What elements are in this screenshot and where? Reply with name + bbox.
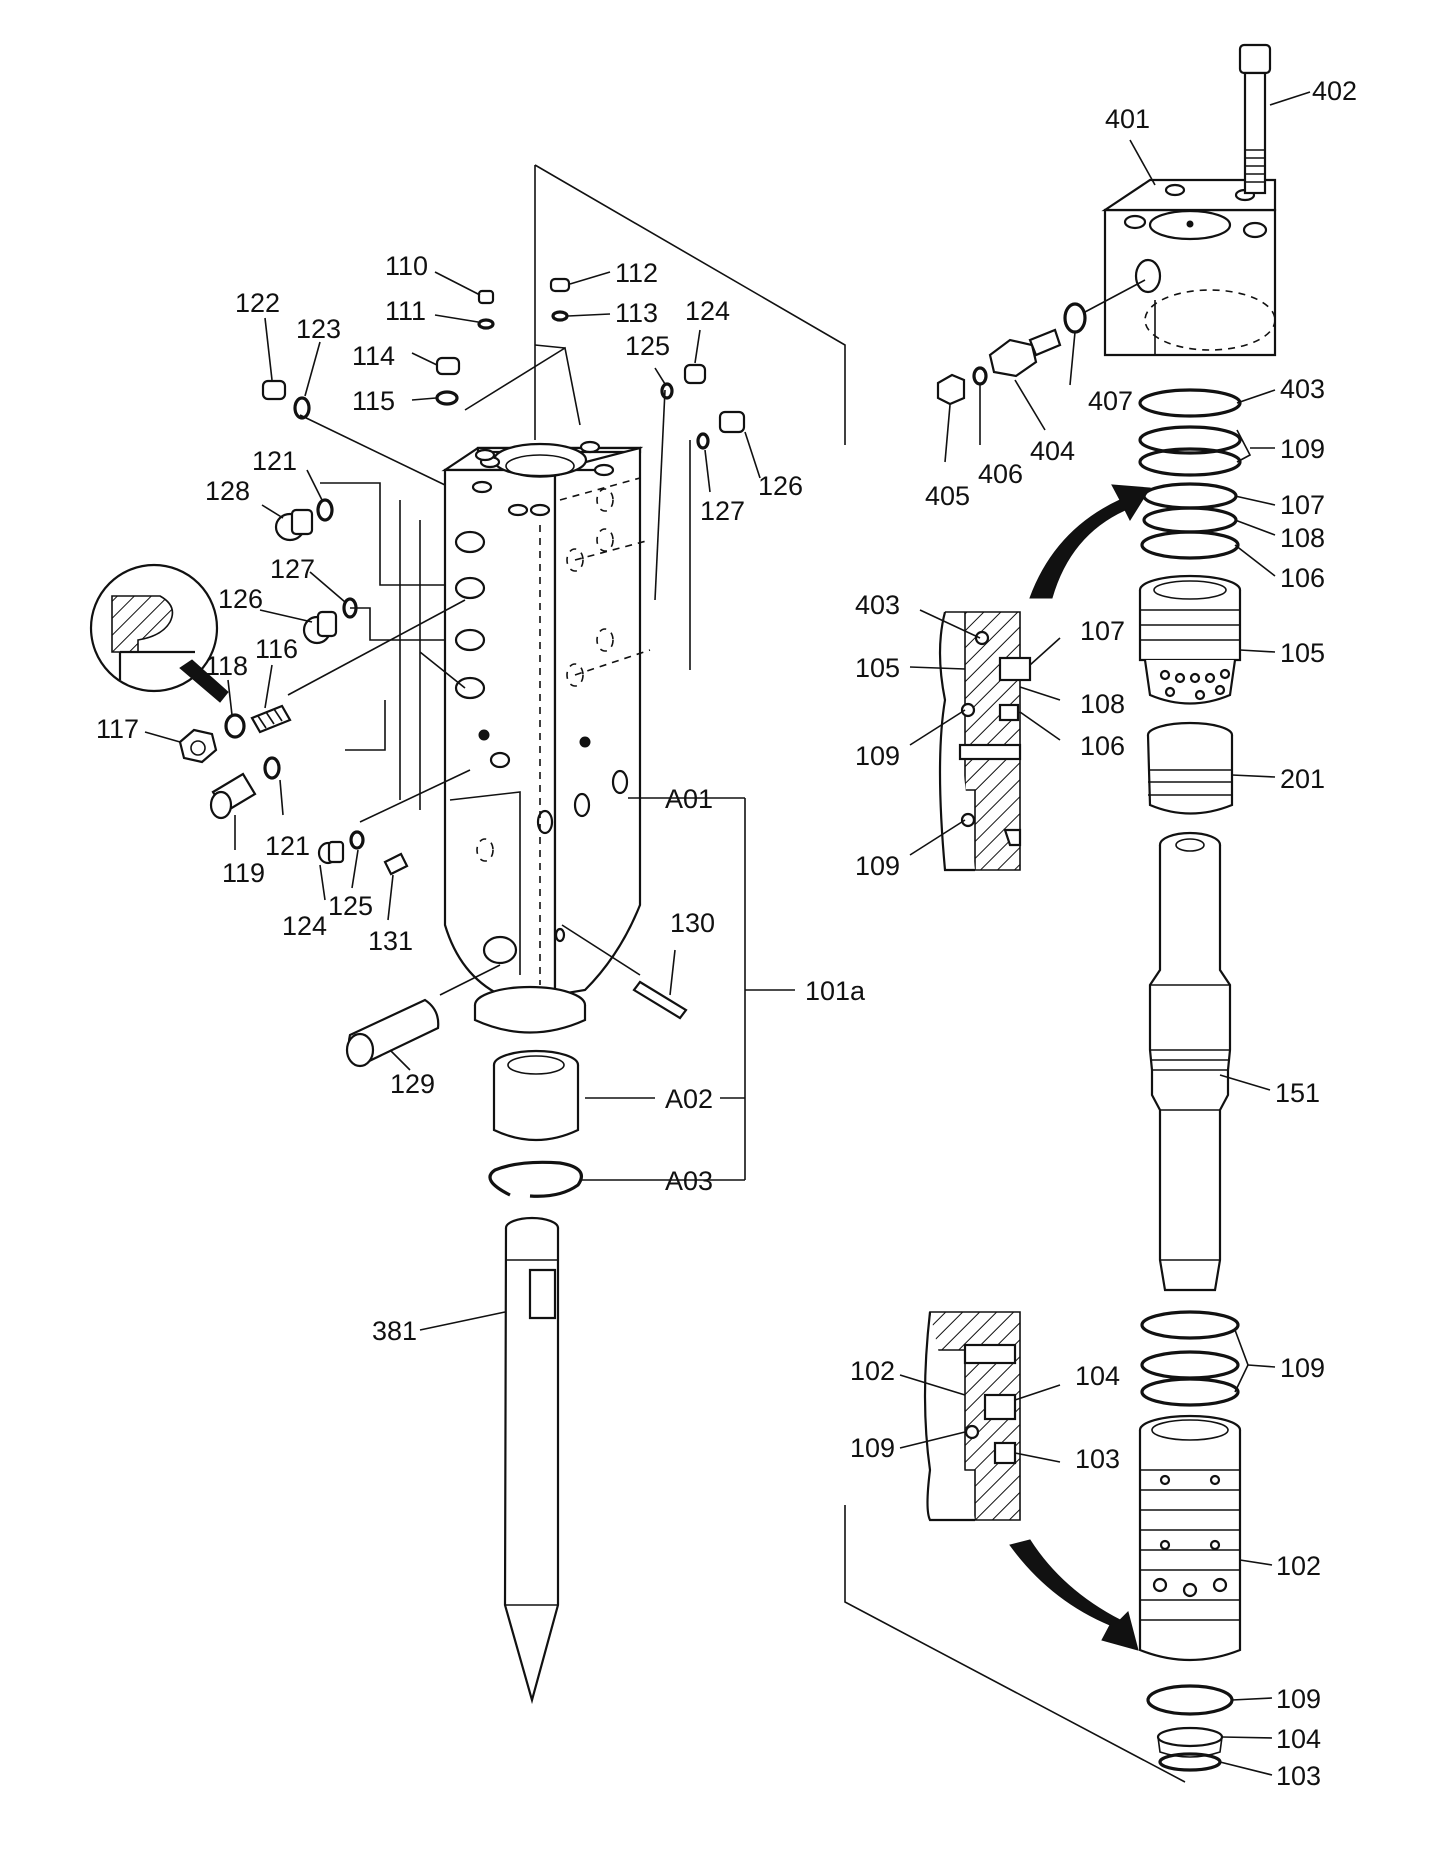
ring-A03 <box>488 1160 583 1198</box>
label-108: 108 <box>1280 523 1325 553</box>
label-151: 151 <box>1275 1078 1320 1108</box>
label-403: 403 <box>1280 374 1325 404</box>
plug-405 <box>936 373 966 406</box>
bolt-402 <box>1238 43 1272 195</box>
label-107: 107 <box>1280 490 1325 520</box>
label-402: 402 <box>1312 76 1357 106</box>
label-leaders-left <box>144 271 761 1331</box>
label-110: 110 <box>385 251 428 281</box>
sleeve-102 <box>1138 1414 1242 1662</box>
chisel-381 <box>503 1216 560 1705</box>
label-106: 106 <box>1280 563 1325 593</box>
label-403-detail: 403 <box>855 590 900 620</box>
label-407: 407 <box>1088 386 1133 416</box>
right-leader-lines <box>899 91 1311 1776</box>
left-leader-lines <box>287 164 846 996</box>
seal-stack-lower <box>1140 1310 1240 1407</box>
section-detail-upper <box>938 611 1032 872</box>
label-111: 111 <box>385 296 426 326</box>
label-105-detail: 105 <box>855 653 900 683</box>
valve-105 <box>1138 574 1242 705</box>
label-381: 381 <box>372 1316 417 1346</box>
cylinder-body <box>441 440 651 1034</box>
label-127-left: 127 <box>270 554 315 584</box>
label-107-detail: 107 <box>1080 616 1125 646</box>
bush-A02 <box>492 1049 580 1142</box>
label-A01: A01 <box>665 784 713 814</box>
label-A03: A03 <box>665 1166 713 1196</box>
label-404: 404 <box>1030 436 1075 466</box>
label-130: 130 <box>670 908 715 938</box>
section-detail-lower <box>923 1311 1021 1522</box>
label-117: 117 <box>96 714 139 744</box>
label-109-detail-1: 109 <box>855 741 900 771</box>
oring-406 <box>972 366 988 386</box>
small-parts-top <box>89 277 746 876</box>
label-115: 115 <box>352 386 395 416</box>
label-126-left: 126 <box>218 584 263 614</box>
oring-407 <box>1063 302 1087 334</box>
bracket-101a <box>580 797 795 1181</box>
plug-404 <box>988 328 1062 378</box>
seal-stack-upper <box>1138 388 1242 560</box>
label-121-bottom: 121 <box>265 831 310 861</box>
label-125-top: 125 <box>625 331 670 361</box>
label-123: 123 <box>296 314 341 344</box>
label-109-bottom: 109 <box>1276 1684 1321 1714</box>
label-105: 105 <box>1280 638 1325 668</box>
part-201 <box>1146 721 1234 815</box>
label-109-detail-2: 109 <box>855 851 900 881</box>
label-401: 401 <box>1105 104 1150 134</box>
label-128: 128 <box>205 476 250 506</box>
label-116: 116 <box>255 634 298 664</box>
label-201: 201 <box>1280 764 1325 794</box>
label-A02: A02 <box>665 1084 713 1114</box>
pin-129 <box>345 998 440 1068</box>
label-103-bottom: 103 <box>1276 1761 1321 1791</box>
label-127-top: 127 <box>700 496 745 526</box>
label-109-detail-3: 109 <box>850 1433 895 1463</box>
label-103-detail: 103 <box>1075 1444 1120 1474</box>
label-124-bottom: 124 <box>282 911 327 941</box>
label-106-detail: 106 <box>1080 731 1125 761</box>
label-125-bottom: 125 <box>328 891 373 921</box>
label-129: 129 <box>390 1069 435 1099</box>
label-126-top: 126 <box>758 471 803 501</box>
label-109-top: 109 <box>1280 434 1325 464</box>
part-labels: 402 401 403 109 107 108 106 105 201 407 … <box>96 76 1357 1791</box>
label-122: 122 <box>235 288 280 318</box>
label-108-detail: 108 <box>1080 689 1125 719</box>
piston-151 <box>1148 831 1232 1292</box>
label-114: 114 <box>352 341 395 371</box>
label-109-mid: 109 <box>1280 1353 1325 1383</box>
label-112: 112 <box>615 258 658 288</box>
label-102: 102 <box>1276 1551 1321 1581</box>
label-101a: 101a <box>805 976 866 1006</box>
label-102-detail: 102 <box>850 1356 895 1386</box>
label-118: 118 <box>205 651 248 681</box>
label-104-detail: 104 <box>1075 1361 1120 1391</box>
bottom-rings <box>1146 1684 1234 1772</box>
label-121-top: 121 <box>252 446 297 476</box>
label-104-bottom: 104 <box>1276 1724 1321 1754</box>
label-131: 131 <box>368 926 413 956</box>
label-113: 113 <box>615 298 658 328</box>
label-406: 406 <box>978 459 1023 489</box>
arrows <box>1009 484 1151 1651</box>
label-405: 405 <box>925 481 970 511</box>
valve-cap-401 <box>1101 178 1277 357</box>
label-119: 119 <box>222 858 265 888</box>
label-124-top: 124 <box>685 296 730 326</box>
pin-130 <box>632 980 688 1020</box>
